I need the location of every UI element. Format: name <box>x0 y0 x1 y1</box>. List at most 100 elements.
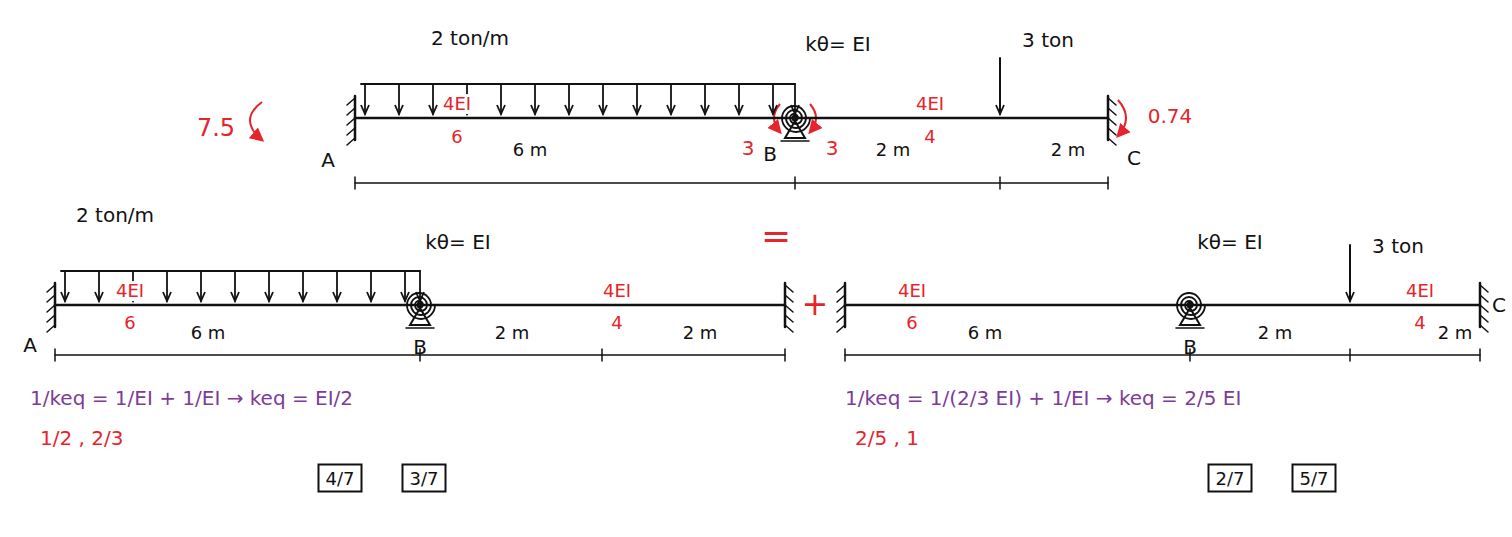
annotation-label: C <box>1492 294 1506 316</box>
result-box: 2/7 <box>1208 464 1253 493</box>
arrow-head <box>231 292 239 301</box>
annotation-label: 3 <box>826 137 839 159</box>
annotation-label: 3 ton <box>1022 29 1074 51</box>
annotation-label: 4EI <box>914 94 946 114</box>
support-hatch <box>347 98 355 105</box>
annotation-label: 6 <box>451 127 462 147</box>
support-hatch <box>1108 98 1116 105</box>
load-arrow <box>302 271 304 301</box>
support-hatch <box>47 305 55 312</box>
arrow-head <box>429 105 437 114</box>
dimension-tick <box>999 177 1001 189</box>
beam-figure <box>837 245 1488 361</box>
support-hatch <box>47 295 55 302</box>
load-arrow <box>234 271 236 301</box>
support-hatch <box>837 305 845 312</box>
dimension-tick <box>601 349 603 361</box>
annotation-label: B <box>413 336 427 358</box>
support-hatch <box>837 285 845 292</box>
arrow-head <box>667 105 675 114</box>
annotation-label: 2 m <box>1258 323 1293 343</box>
load-arrow <box>398 84 400 114</box>
annotation-label: 7.5 <box>197 115 235 141</box>
annotation-label: 1/keq = 1/(2/3 EI) + 1/EI → keq = 2/5 EI <box>845 387 1241 409</box>
dimension-tick <box>784 349 786 361</box>
load-arrow <box>500 84 502 114</box>
load-arrow <box>772 84 774 114</box>
annotation-label: 2 m <box>495 323 530 343</box>
arrow-head <box>395 105 403 114</box>
support-hatch <box>1108 108 1116 115</box>
annotation-label: B <box>763 143 777 165</box>
annotation-label: 1/2 , 2/3 <box>40 427 123 449</box>
load-arrow <box>738 84 740 114</box>
annotation-label: 3 <box>742 137 755 159</box>
annotation-label: C <box>1127 147 1141 169</box>
annotation-label: 0.74 <box>1148 105 1193 127</box>
arrow-head <box>401 292 409 301</box>
support-hatch <box>347 128 355 135</box>
arrow-head <box>565 105 573 114</box>
annotation-label: 2/5 , 1 <box>855 427 919 449</box>
annotation-label: kθ= EI <box>1197 231 1262 253</box>
ratio-value: 4/7 <box>326 468 355 489</box>
load-line <box>361 83 795 85</box>
arrow-head <box>95 292 103 301</box>
arrow-head <box>416 292 424 301</box>
annotation-label: 6 m <box>513 140 548 160</box>
annotation-label: 4EI <box>898 281 926 301</box>
support-hatch <box>785 295 793 302</box>
load-line <box>61 270 420 272</box>
load-arrow <box>268 271 270 301</box>
pin-base <box>1176 327 1204 329</box>
support-hatch <box>1480 295 1488 302</box>
point-load-arrow <box>1349 245 1351 301</box>
load-arrow <box>364 84 366 114</box>
load-arrow <box>602 84 604 114</box>
annotation-label: 1/keq = 1/EI + 1/EI → keq = EI/2 <box>30 387 353 409</box>
moment-arc <box>250 102 262 140</box>
support-hatch <box>347 138 355 145</box>
dimension-tick <box>1479 349 1481 361</box>
annotation-label: 2 ton/m <box>76 204 154 226</box>
result-box: 3/7 <box>402 464 447 493</box>
arrow-head <box>531 105 539 114</box>
pin-base <box>781 140 809 142</box>
result-box: 5/7 <box>1292 464 1337 493</box>
annotation-label: 2 ton/m <box>431 27 509 49</box>
beam-figure <box>47 271 793 361</box>
dimension-tick <box>1107 177 1109 189</box>
ratio-value: 3/7 <box>410 468 439 489</box>
support-hatch <box>1108 128 1116 135</box>
load-arrow <box>670 84 672 114</box>
arrow-head <box>701 105 709 114</box>
support-hatch <box>347 108 355 115</box>
annotation-label: 4EI <box>1406 281 1434 301</box>
arrow-head <box>333 292 341 301</box>
annotation-label: 6 m <box>191 323 226 343</box>
dimension-line <box>355 182 1108 184</box>
support-hatch <box>1480 305 1488 312</box>
point-load-arrow <box>999 58 1001 114</box>
support-hatch <box>47 285 55 292</box>
annotation-label: 6 <box>906 313 917 333</box>
arrow-head <box>996 105 1004 114</box>
annotation-label: + <box>802 287 829 322</box>
result-box: 4/7 <box>318 464 363 493</box>
rotational-spring <box>1177 293 1205 319</box>
annotation-label: 3 ton <box>1372 235 1424 257</box>
hinge-dot <box>1187 302 1194 309</box>
support-hatch <box>785 315 793 322</box>
arrow-head <box>633 105 641 114</box>
support-hatch <box>1480 325 1488 332</box>
moment-arrows <box>250 100 1126 140</box>
dimension-tick <box>1349 349 1351 361</box>
annotation-label: A <box>23 334 37 356</box>
load-arrow <box>64 271 66 301</box>
annotation-label: 4 <box>1414 313 1425 333</box>
arrow-head <box>769 105 777 114</box>
annotation-label: 2 m <box>1051 140 1086 160</box>
support-hatch <box>1108 138 1116 145</box>
